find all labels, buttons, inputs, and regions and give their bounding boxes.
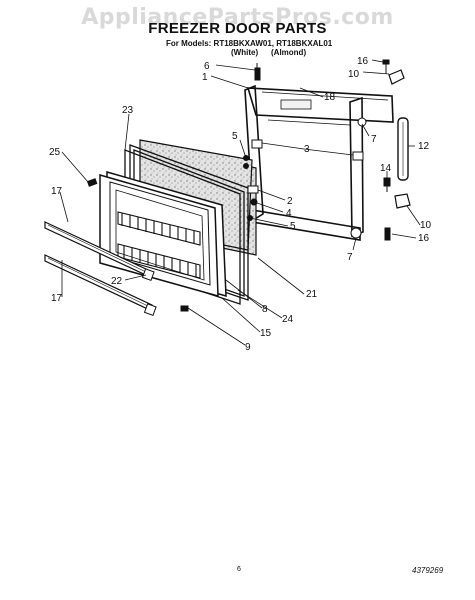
diagram-title: FREEZER DOOR PARTS [148, 20, 327, 37]
callout-2: 2 [287, 196, 293, 207]
color-white-label: (White) [231, 48, 259, 57]
callout-22: 22 [111, 276, 123, 287]
screw-14 [383, 177, 391, 187]
callout-12: 12 [418, 141, 430, 152]
screw-16-bottom [384, 227, 391, 241]
page-number: 6 [237, 566, 241, 573]
callout-17-bottom: 17 [51, 293, 63, 304]
door-shelves [117, 211, 201, 279]
frame-label-plate [280, 99, 312, 110]
fasteners [86, 59, 391, 312]
callout-7-top: 7 [371, 134, 377, 145]
watermark: AppliancePartsPros.com [81, 5, 394, 30]
screw-25 [86, 178, 98, 187]
callout-24: 24 [282, 314, 294, 325]
callout-8: 8 [262, 304, 268, 315]
door-handle [397, 117, 409, 181]
handle-brackets [388, 69, 411, 209]
callout-23: 23 [122, 105, 134, 116]
screw-9 [180, 305, 189, 312]
callout-21: 21 [306, 289, 318, 300]
screw-16-top [382, 59, 390, 65]
bracket-3-right [352, 151, 364, 161]
callout-16-bottom: 16 [418, 233, 430, 244]
bracket-3-left [251, 139, 263, 149]
trim-end-caps [141, 268, 157, 317]
callout-9: 9 [245, 342, 251, 353]
callout-6: 6 [204, 61, 210, 72]
callout-5-top: 5 [232, 131, 238, 142]
hinge-7-top [357, 117, 367, 127]
callout-16-top: 16 [357, 56, 369, 67]
leader-lines [59, 59, 421, 346]
callout-5-bottom: 5 [290, 221, 296, 232]
callout-10-bottom: 10 [420, 220, 432, 231]
callout-18: 18 [324, 92, 336, 103]
document-number: 4379269 [412, 566, 444, 575]
callout-15: 15 [260, 328, 272, 339]
hinge-7-bottom [350, 227, 362, 239]
callout-25: 25 [49, 147, 61, 158]
door-frame [244, 84, 394, 241]
callout-3: 3 [304, 144, 310, 155]
callout-14: 14 [380, 163, 392, 174]
screw-6 [254, 67, 261, 81]
callout-7-bottom: 7 [347, 252, 353, 263]
callout-4: 4 [286, 208, 292, 219]
bracket-2 [247, 185, 259, 194]
color-almond-label: (Almond) [271, 48, 307, 57]
callout-17-top: 17 [51, 186, 63, 197]
callout-1: 1 [202, 72, 208, 83]
model-numbers: For Models: RT18BKXAW01, RT18BKXAL01 [166, 39, 333, 48]
callout-numbers: 16 6 10 1 18 23 7 5 3 12 25 14 2 4 17 5 … [49, 56, 432, 353]
callout-10-top: 10 [348, 69, 360, 80]
